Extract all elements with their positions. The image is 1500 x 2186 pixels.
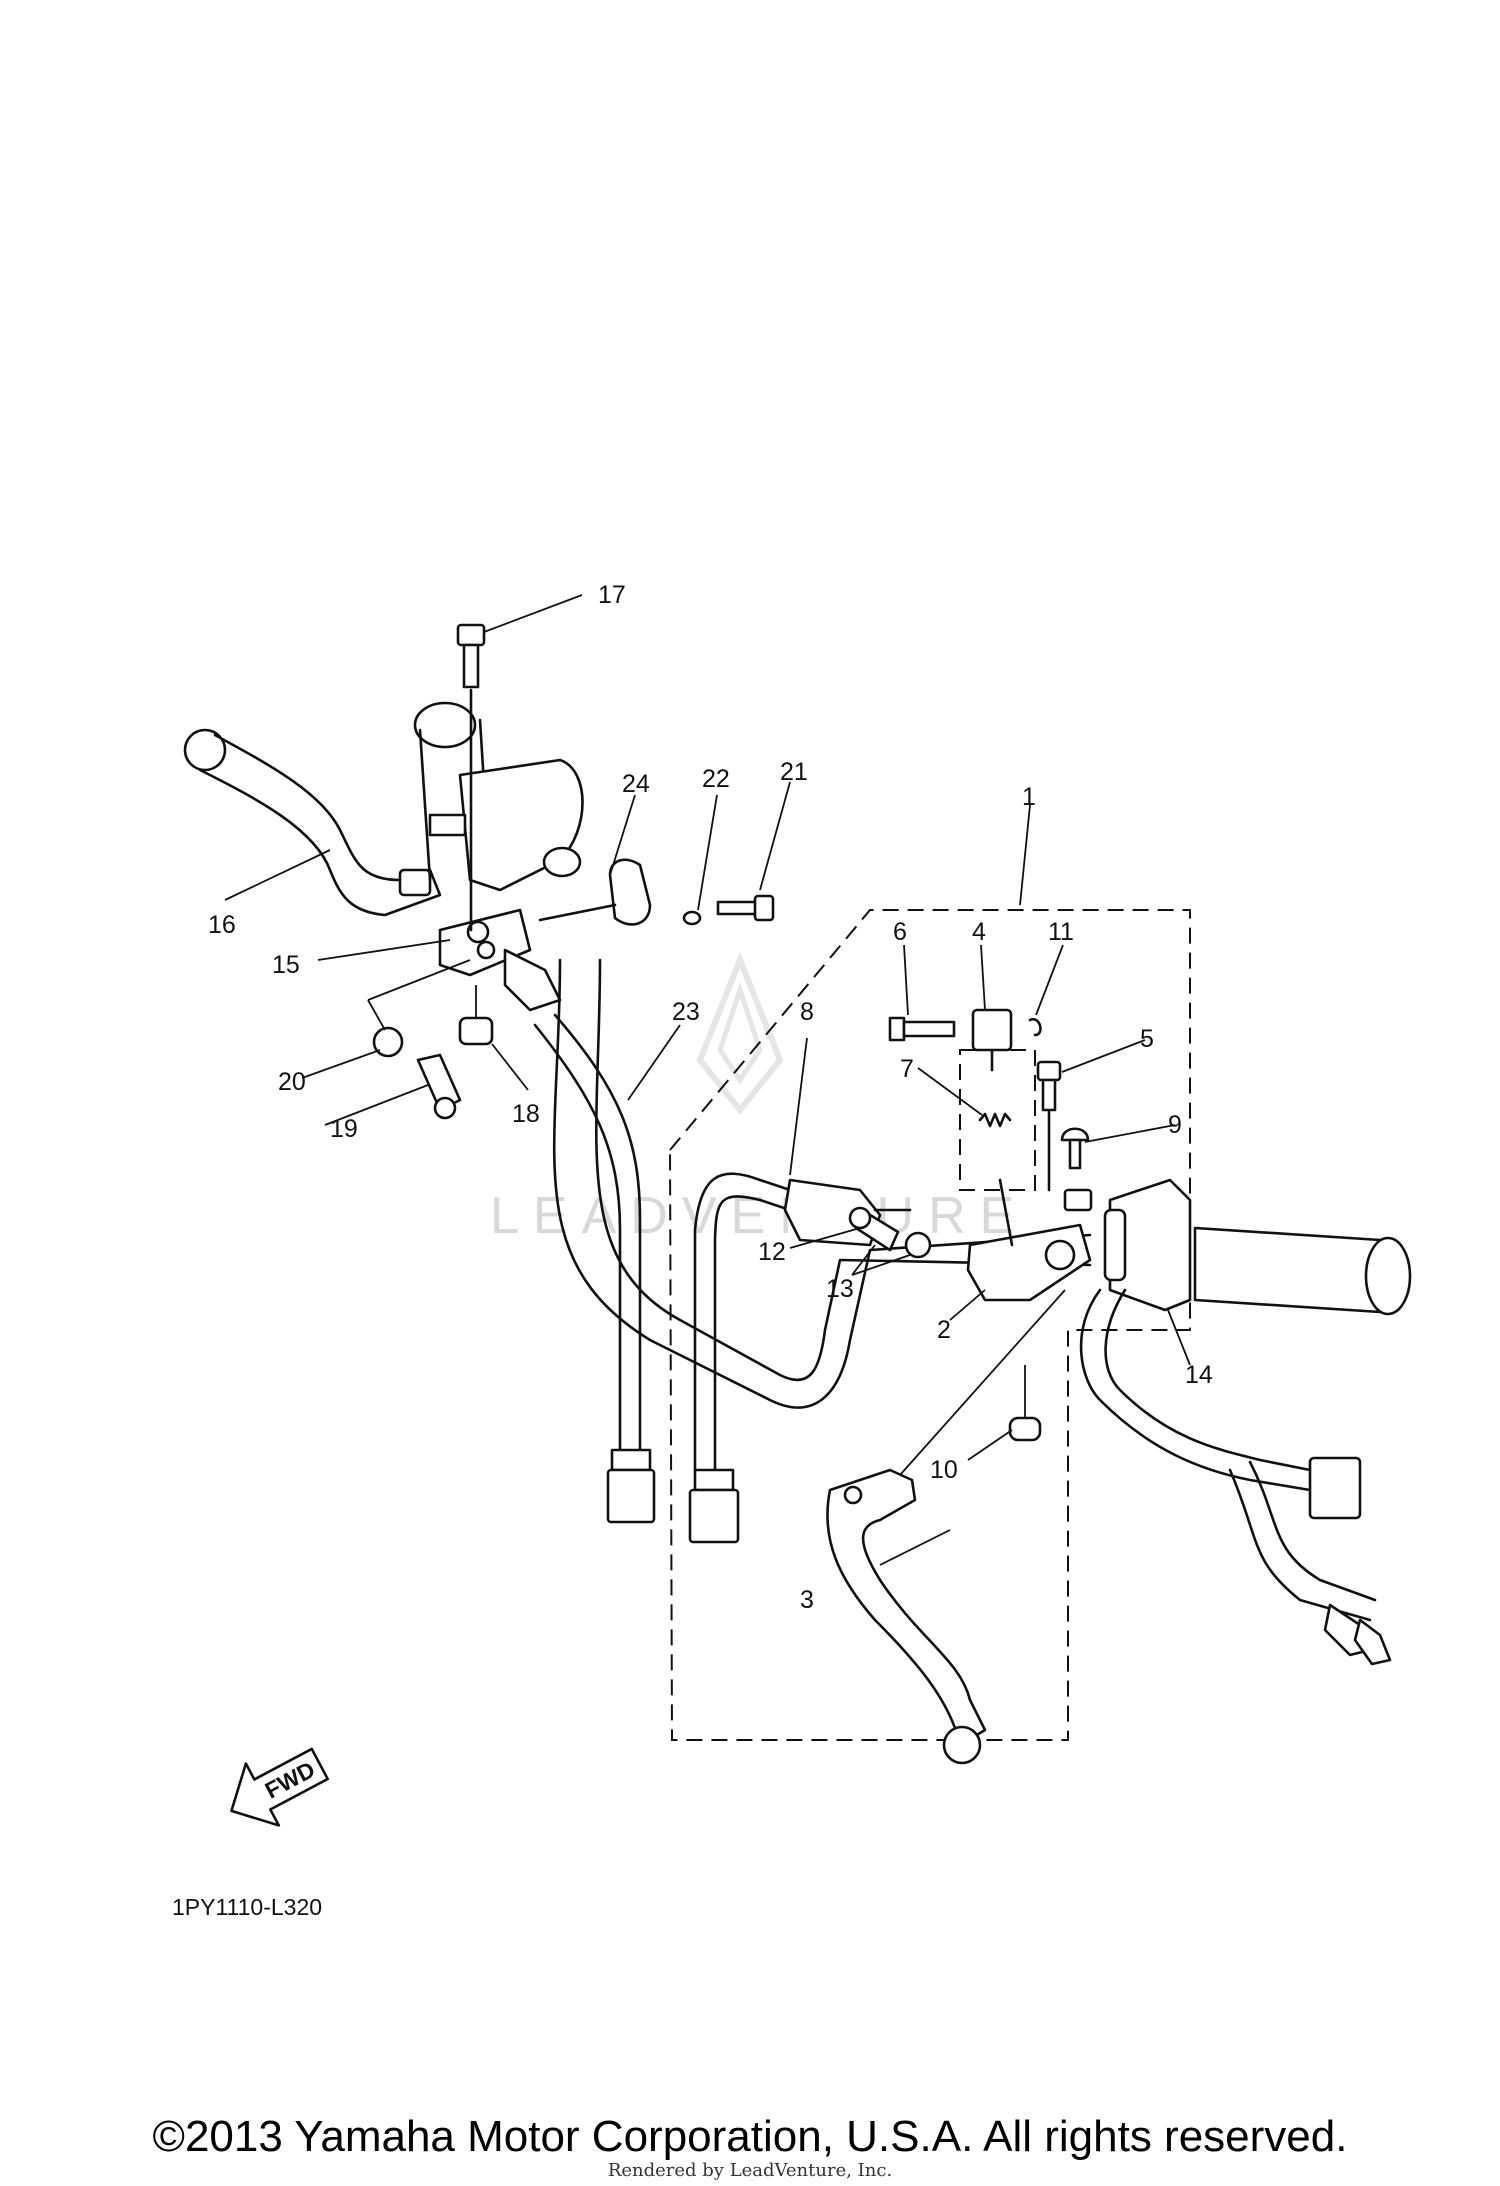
assembly-box-outline	[668, 909, 1191, 1741]
callout-18: 18	[512, 1100, 540, 1128]
clip-11	[1028, 1017, 1042, 1037]
nut-13	[904, 1231, 932, 1259]
callout-11: 11	[1048, 918, 1074, 946]
callout-14: 14	[1185, 1361, 1213, 1389]
spring-7	[978, 1112, 1012, 1128]
watermark-logo	[696, 951, 784, 1115]
switch-harness	[1079, 1288, 1392, 1666]
rendered-by-text: Rendered by LeadVenture, Inc.	[607, 2160, 893, 2181]
switch-cable-23	[503, 948, 656, 1524]
callout-4: 4	[972, 918, 986, 946]
bolt-21	[716, 894, 775, 922]
handlebar	[552, 958, 1092, 1409]
callout-16: 16	[208, 911, 236, 939]
watermark-text: LEADVENTURE	[490, 1187, 1028, 1245]
screw-9	[1060, 1127, 1093, 1212]
drawing-code: 1PY1110-L320	[172, 1894, 322, 1920]
fwd-arrow-icon: FWD	[230, 1747, 330, 1827]
callout-21: 21	[780, 758, 808, 786]
callout-22: 22	[702, 765, 730, 793]
callout-12: 12	[758, 1238, 786, 1266]
bolt-17	[456, 623, 486, 932]
bolt-5	[1036, 1060, 1062, 1192]
bolt-6	[888, 1016, 956, 1042]
callout-7: 7	[900, 1055, 914, 1083]
callout-2: 2	[937, 1316, 951, 1344]
callout-8: 8	[800, 998, 814, 1026]
callout-13: 13	[826, 1275, 854, 1303]
callout-5: 5	[1140, 1025, 1154, 1053]
nut-10	[1008, 1416, 1042, 1442]
copyright-notice: ©2013 Yamaha Motor Corporation, U.S.A. A…	[152, 2112, 1348, 2161]
grip	[1193, 1226, 1412, 1316]
callout-20: 20	[278, 1068, 306, 1096]
nut-18	[458, 1016, 494, 1046]
brake-lever-left	[183, 728, 442, 917]
washer-22	[682, 910, 702, 926]
clamp-24	[538, 858, 652, 926]
callout-17: 17	[598, 581, 626, 609]
callout-15: 15	[272, 951, 300, 979]
screw-19	[416, 1053, 462, 1120]
callout-6: 6	[893, 918, 907, 946]
callout-3: 3	[800, 1586, 814, 1614]
master-cylinder	[413, 701, 584, 892]
callout-23: 23	[672, 998, 700, 1026]
callout-1: 1	[1022, 783, 1036, 811]
callout-9: 9	[1168, 1111, 1182, 1139]
leader-lines	[224, 594, 1191, 1566]
handlebar-switch-14	[1103, 1178, 1192, 1312]
nut-20	[372, 1026, 404, 1058]
callout-19: 19	[330, 1115, 358, 1143]
pivot-4	[971, 1008, 1013, 1072]
clutch-lever-3	[826, 1468, 987, 1765]
callout-24: 24	[622, 770, 650, 798]
callout-10: 10	[930, 1456, 958, 1484]
